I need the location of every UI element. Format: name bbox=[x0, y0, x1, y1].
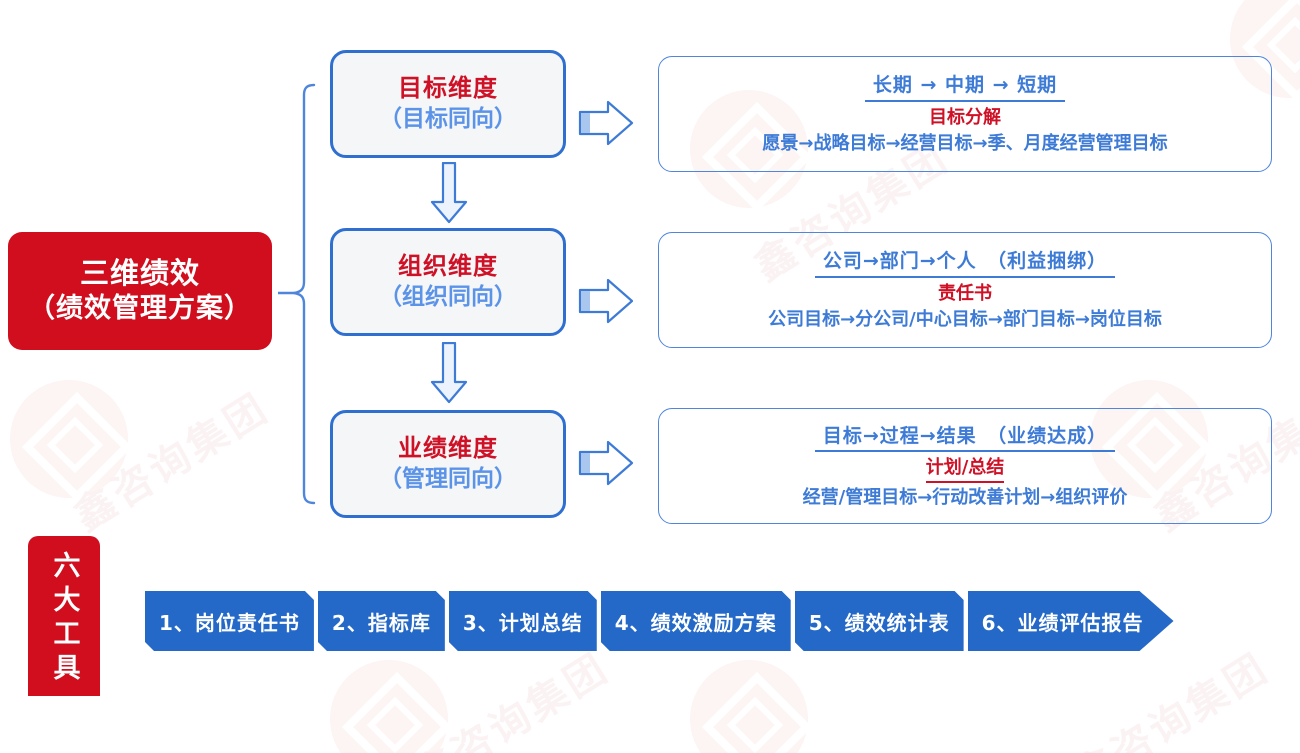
dimension-box-performance[interactable]: 业绩维度 （管理同向） bbox=[330, 410, 566, 518]
dimension-subtitle: （目标同向） bbox=[379, 105, 517, 132]
detail-flow: 公司目标→分公司/中心目标→部门目标→岗位目标 bbox=[768, 309, 1162, 331]
tool-chip-2[interactable]: 2、指标库 bbox=[318, 591, 445, 651]
main-title-line2: （绩效管理方案） bbox=[28, 293, 252, 325]
detail-headline: 长期 → 中期 → 短期 bbox=[864, 74, 1066, 102]
tool-chip-4[interactable]: 4、绩效激励方案 bbox=[601, 591, 791, 651]
tools-row: 1、岗位责任书 2、指标库 3、计划总结 4、绩效激励方案 5、绩效统计表 6、… bbox=[145, 591, 1174, 651]
hollow-right-arrow-icon bbox=[578, 278, 634, 324]
bracket-connector bbox=[276, 82, 318, 506]
watermark-logo-icon bbox=[690, 660, 808, 753]
tool-chip-5[interactable]: 5、绩效统计表 bbox=[795, 591, 964, 651]
dimension-title: 目标维度 bbox=[398, 74, 498, 103]
tool-chip-6[interactable]: 6、业绩评估报告 bbox=[968, 591, 1174, 651]
detail-box-organization[interactable]: 公司→部门→个人 （利益捆绑） 责任书 公司目标→分公司/中心目标→部门目标→岗… bbox=[658, 232, 1272, 348]
hollow-down-arrow-icon bbox=[429, 161, 469, 224]
detail-headline: 公司→部门→个人 （利益捆绑） bbox=[814, 250, 1116, 278]
watermark-brand-text: 鑫咨询集团 bbox=[66, 384, 278, 541]
tool-chip-1[interactable]: 1、岗位责任书 bbox=[145, 591, 314, 651]
detail-headline: 目标→过程→结果 （业绩达成） bbox=[814, 425, 1116, 453]
detail-box-goal[interactable]: 长期 → 中期 → 短期 目标分解 愿景→战略目标→经营目标→季、月度经营管理目… bbox=[658, 56, 1272, 172]
six-tools-badge: 六大工具 bbox=[28, 536, 100, 696]
tool-chip-3[interactable]: 3、计划总结 bbox=[449, 591, 597, 651]
detail-keyword: 计划/总结 bbox=[925, 456, 1005, 483]
detail-flow: 经营/管理目标→行动改善计划→组织评价 bbox=[802, 486, 1128, 508]
detail-box-performance[interactable]: 目标→过程→结果 （业绩达成） 计划/总结 经营/管理目标→行动改善计划→组织评… bbox=[658, 408, 1272, 524]
main-title-badge: 三维绩效 （绩效管理方案） bbox=[8, 232, 272, 350]
detail-flow: 愿景→战略目标→经营目标→季、月度经营管理目标 bbox=[762, 133, 1168, 155]
dimension-title: 组织维度 bbox=[398, 252, 498, 281]
detail-keyword: 目标分解 bbox=[929, 106, 1001, 128]
dimension-title: 业绩维度 bbox=[398, 434, 498, 463]
dimension-box-goal[interactable]: 目标维度 （目标同向） bbox=[330, 50, 566, 158]
hollow-down-arrow-icon bbox=[429, 341, 469, 404]
watermark-logo-icon bbox=[10, 380, 128, 498]
hollow-right-arrow-icon bbox=[578, 440, 634, 486]
dimension-box-organization[interactable]: 组织维度 （组织同向） bbox=[330, 228, 566, 336]
watermark-logo-icon bbox=[330, 660, 448, 753]
main-title-line1: 三维绩效 bbox=[79, 256, 200, 291]
dimension-subtitle: （管理同向） bbox=[379, 465, 517, 492]
watermark-brand-text: 鑫咨询集团 bbox=[406, 644, 618, 753]
hollow-right-arrow-icon bbox=[578, 100, 634, 146]
watermark-brand-text: 鑫咨询集团 bbox=[1066, 644, 1278, 753]
detail-keyword: 责任书 bbox=[938, 282, 992, 304]
dimension-subtitle: （组织同向） bbox=[379, 283, 517, 310]
